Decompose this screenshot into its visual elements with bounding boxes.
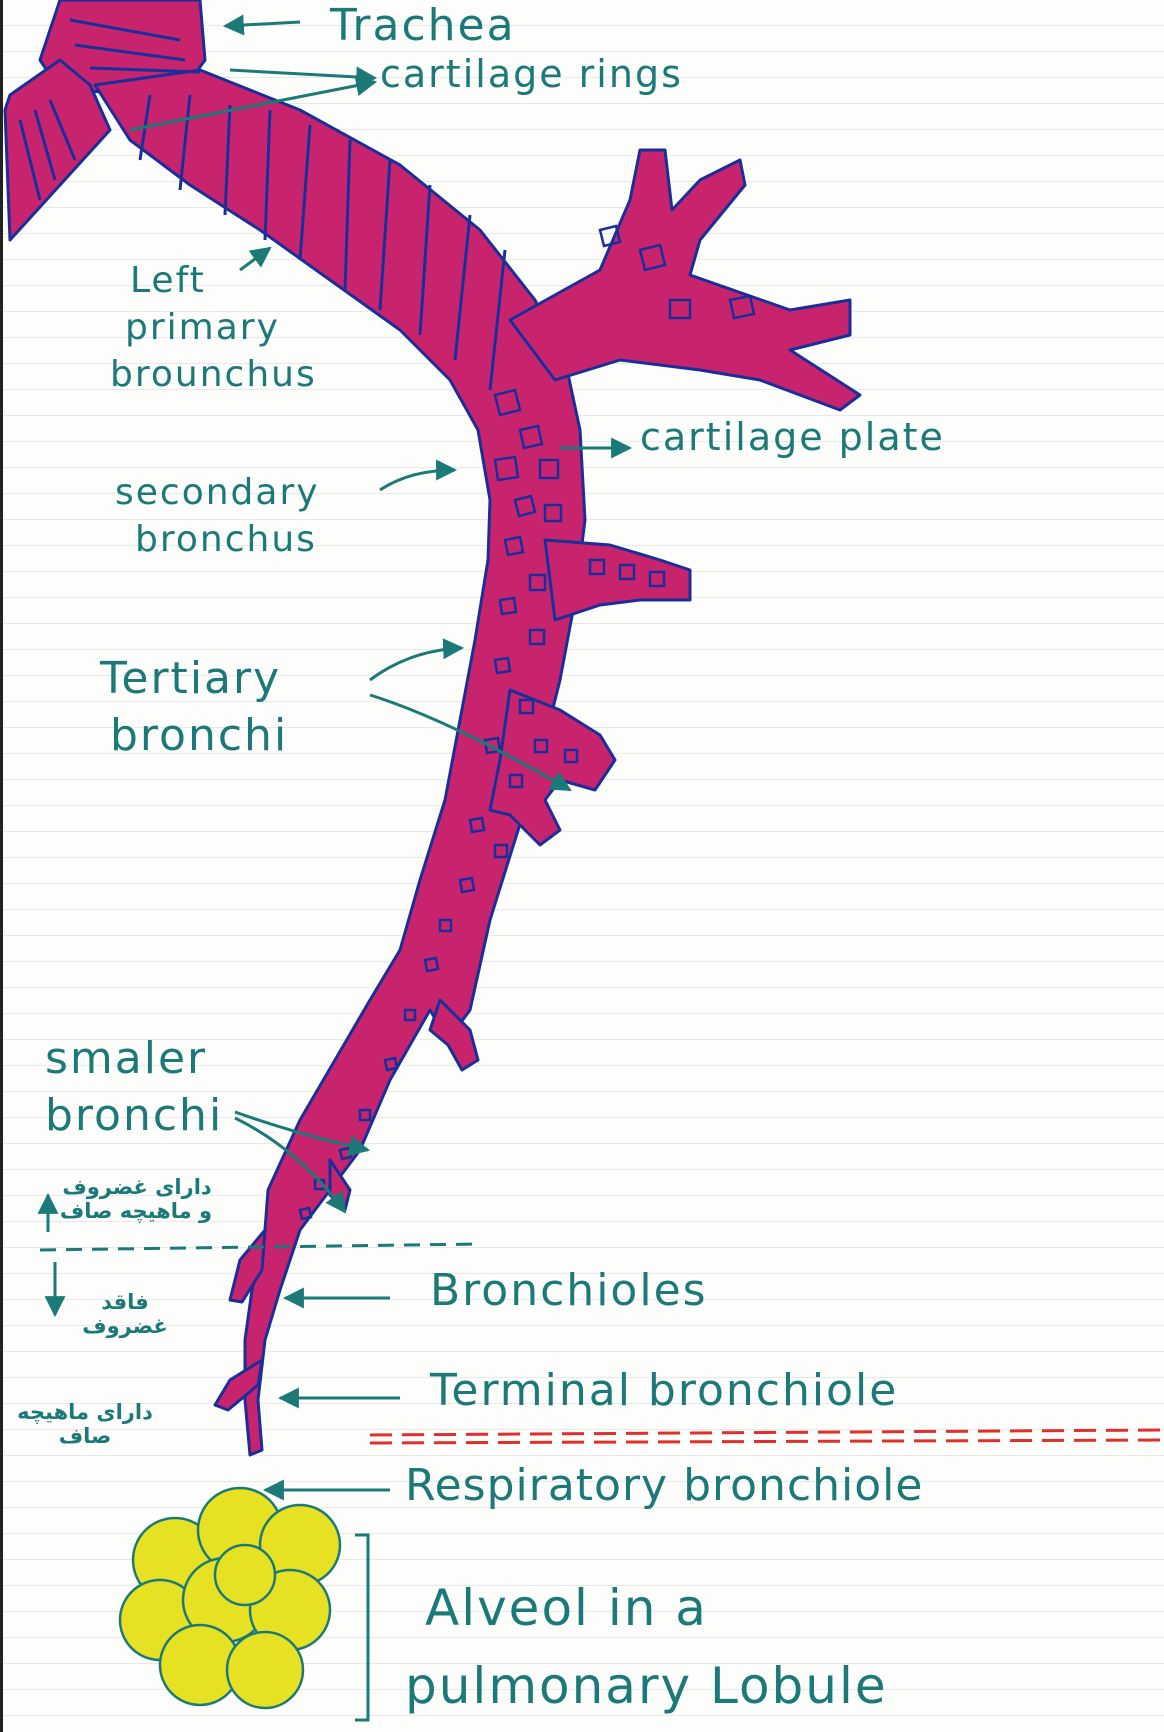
label-left-primary-line3: brounchus [110,352,317,399]
label-left-primary-line1: Left [110,258,317,305]
dashed-divider-red-2 [370,1440,1160,1443]
label-smaller-line2: bronchi [45,1087,223,1144]
alveol-bracket [355,1535,368,1720]
label-smaller-line1: smaler [45,1030,223,1087]
alveoli-cluster [120,1488,340,1708]
label-tertiary-line2: bronchi [100,707,288,764]
label-respiratory-bronchiole: Respiratory bronchiole [405,1460,923,1511]
label-secondary-bronchus: secondary bronchus [115,470,320,564]
note-with-cartilage-line2: و ماهیچه صاف [62,1199,212,1223]
label-bronchioles: Bronchioles [430,1265,708,1316]
label-secondary-line2: bronchus [115,517,320,564]
note-with-muscle-line1: دارای ماهیچه [10,1400,160,1424]
label-left-primary-line2: primary [110,305,317,352]
dashed-divider-red-1 [370,1430,1160,1435]
label-secondary-line1: secondary [115,470,320,517]
note-without-cartilage: فاقد غضروف [70,1290,180,1338]
label-alveol-line1: Alveol in a [405,1570,888,1648]
note-with-muscle-line2: صاف [10,1424,160,1448]
label-alveol-line2: pulmonary Lobule [405,1648,888,1726]
label-smaller-bronchi: smaler bronchi [45,1030,223,1144]
note-without-cartilage-line1: فاقد [70,1290,180,1314]
label-tertiary-line1: Tertiary [100,650,288,707]
label-trachea: Trachea [330,0,516,51]
note-with-cartilage-line1: دارای غضروف [62,1175,212,1199]
note-without-cartilage-line2: غضروف [70,1314,180,1338]
label-alveol-lobule: Alveol in a pulmonary Lobule [405,1570,888,1725]
middle-branch-shape [545,540,690,620]
label-cartilage-rings: cartilage rings [380,52,683,96]
note-with-muscle: دارای ماهیچه صاف [10,1400,160,1448]
upper-branch-shape [510,150,860,410]
label-left-primary-bronchus: Left primary brounchus [110,258,317,398]
label-cartilage-plate: cartilage plate [640,415,945,459]
label-tertiary-bronchi: Tertiary bronchi [100,650,288,764]
label-terminal-bronchiole: Terminal bronchiole [430,1365,898,1416]
note-with-cartilage: دارای غضروف و ماهیچه صاف [62,1175,212,1223]
